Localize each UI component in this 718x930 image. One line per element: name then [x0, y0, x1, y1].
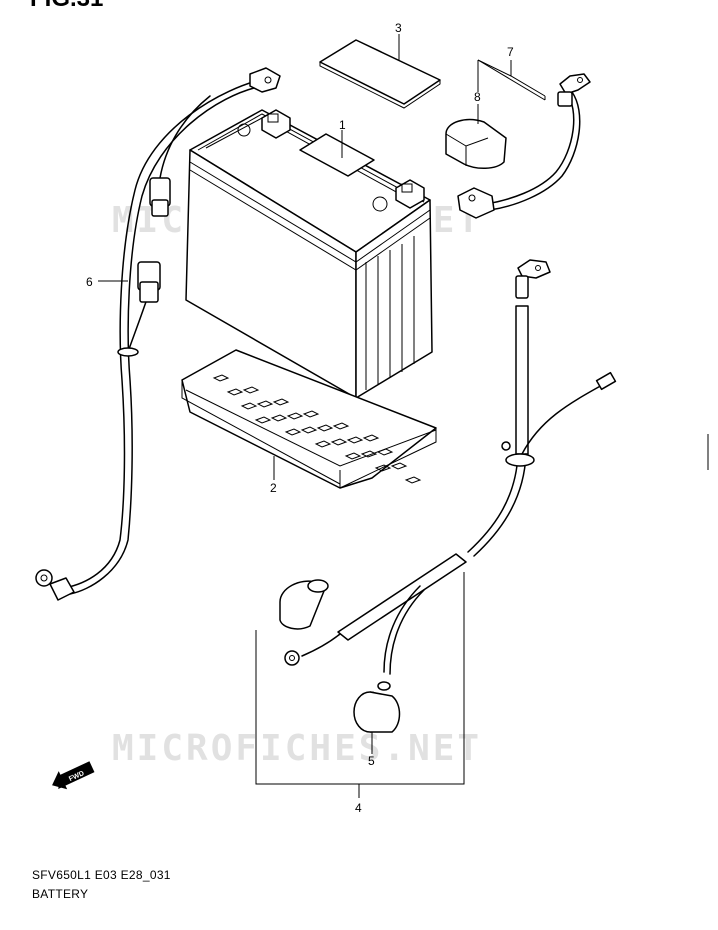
callout-2: 2 [270, 481, 277, 495]
tray-slot [242, 386, 260, 394]
callout-8: 8 [474, 90, 481, 104]
tray-slot [390, 462, 408, 470]
tray-slot [374, 464, 392, 472]
part-3-pad [319, 39, 441, 109]
tray-slot [240, 402, 258, 410]
tray-slot [254, 416, 272, 424]
callout-4: 4 [355, 801, 362, 815]
tray-slot [344, 452, 362, 460]
figure-title: FIG.31 [30, 0, 103, 12]
tray-slot [300, 426, 318, 434]
part-8-terminal-cover [445, 118, 507, 169]
tray-slot [286, 412, 304, 420]
tray-slot [314, 440, 332, 448]
tray-slot [376, 448, 394, 456]
tray-slot [270, 414, 288, 422]
callout-7: 7 [507, 45, 514, 59]
tray-slot [226, 388, 244, 396]
part-6-harness [35, 67, 281, 601]
tray-slot [272, 398, 290, 406]
fwd-arrow-icon: FWD [52, 761, 95, 790]
watermark-bottom: MICROFICHES.NET [112, 728, 482, 769]
tray-slot [346, 436, 364, 444]
tray-slot [362, 434, 380, 442]
tray-slot [316, 424, 334, 432]
part-7-cable [457, 73, 591, 219]
footer-caption: BATTERY [32, 887, 89, 901]
footer-code: SFV650L1 E03 E28_031 [32, 868, 171, 882]
callout-3: 3 [395, 21, 402, 35]
tray-slot [332, 422, 350, 430]
tray-slot [302, 410, 320, 418]
tray-slot [284, 428, 302, 436]
callout-5: 5 [368, 754, 375, 768]
callout-1: 1 [339, 118, 346, 132]
callout-6: 6 [86, 275, 93, 289]
part-2-tray [181, 349, 437, 489]
leader-lines [98, 34, 546, 798]
tray-slot [360, 450, 378, 458]
tray-slot [330, 438, 348, 446]
tray-slot [256, 400, 274, 408]
part-1-battery [185, 109, 433, 399]
part-4-cable-assembly [279, 259, 617, 675]
tray-slot [212, 374, 230, 382]
part-5-sensor [353, 681, 401, 733]
tray-slot [404, 476, 422, 484]
